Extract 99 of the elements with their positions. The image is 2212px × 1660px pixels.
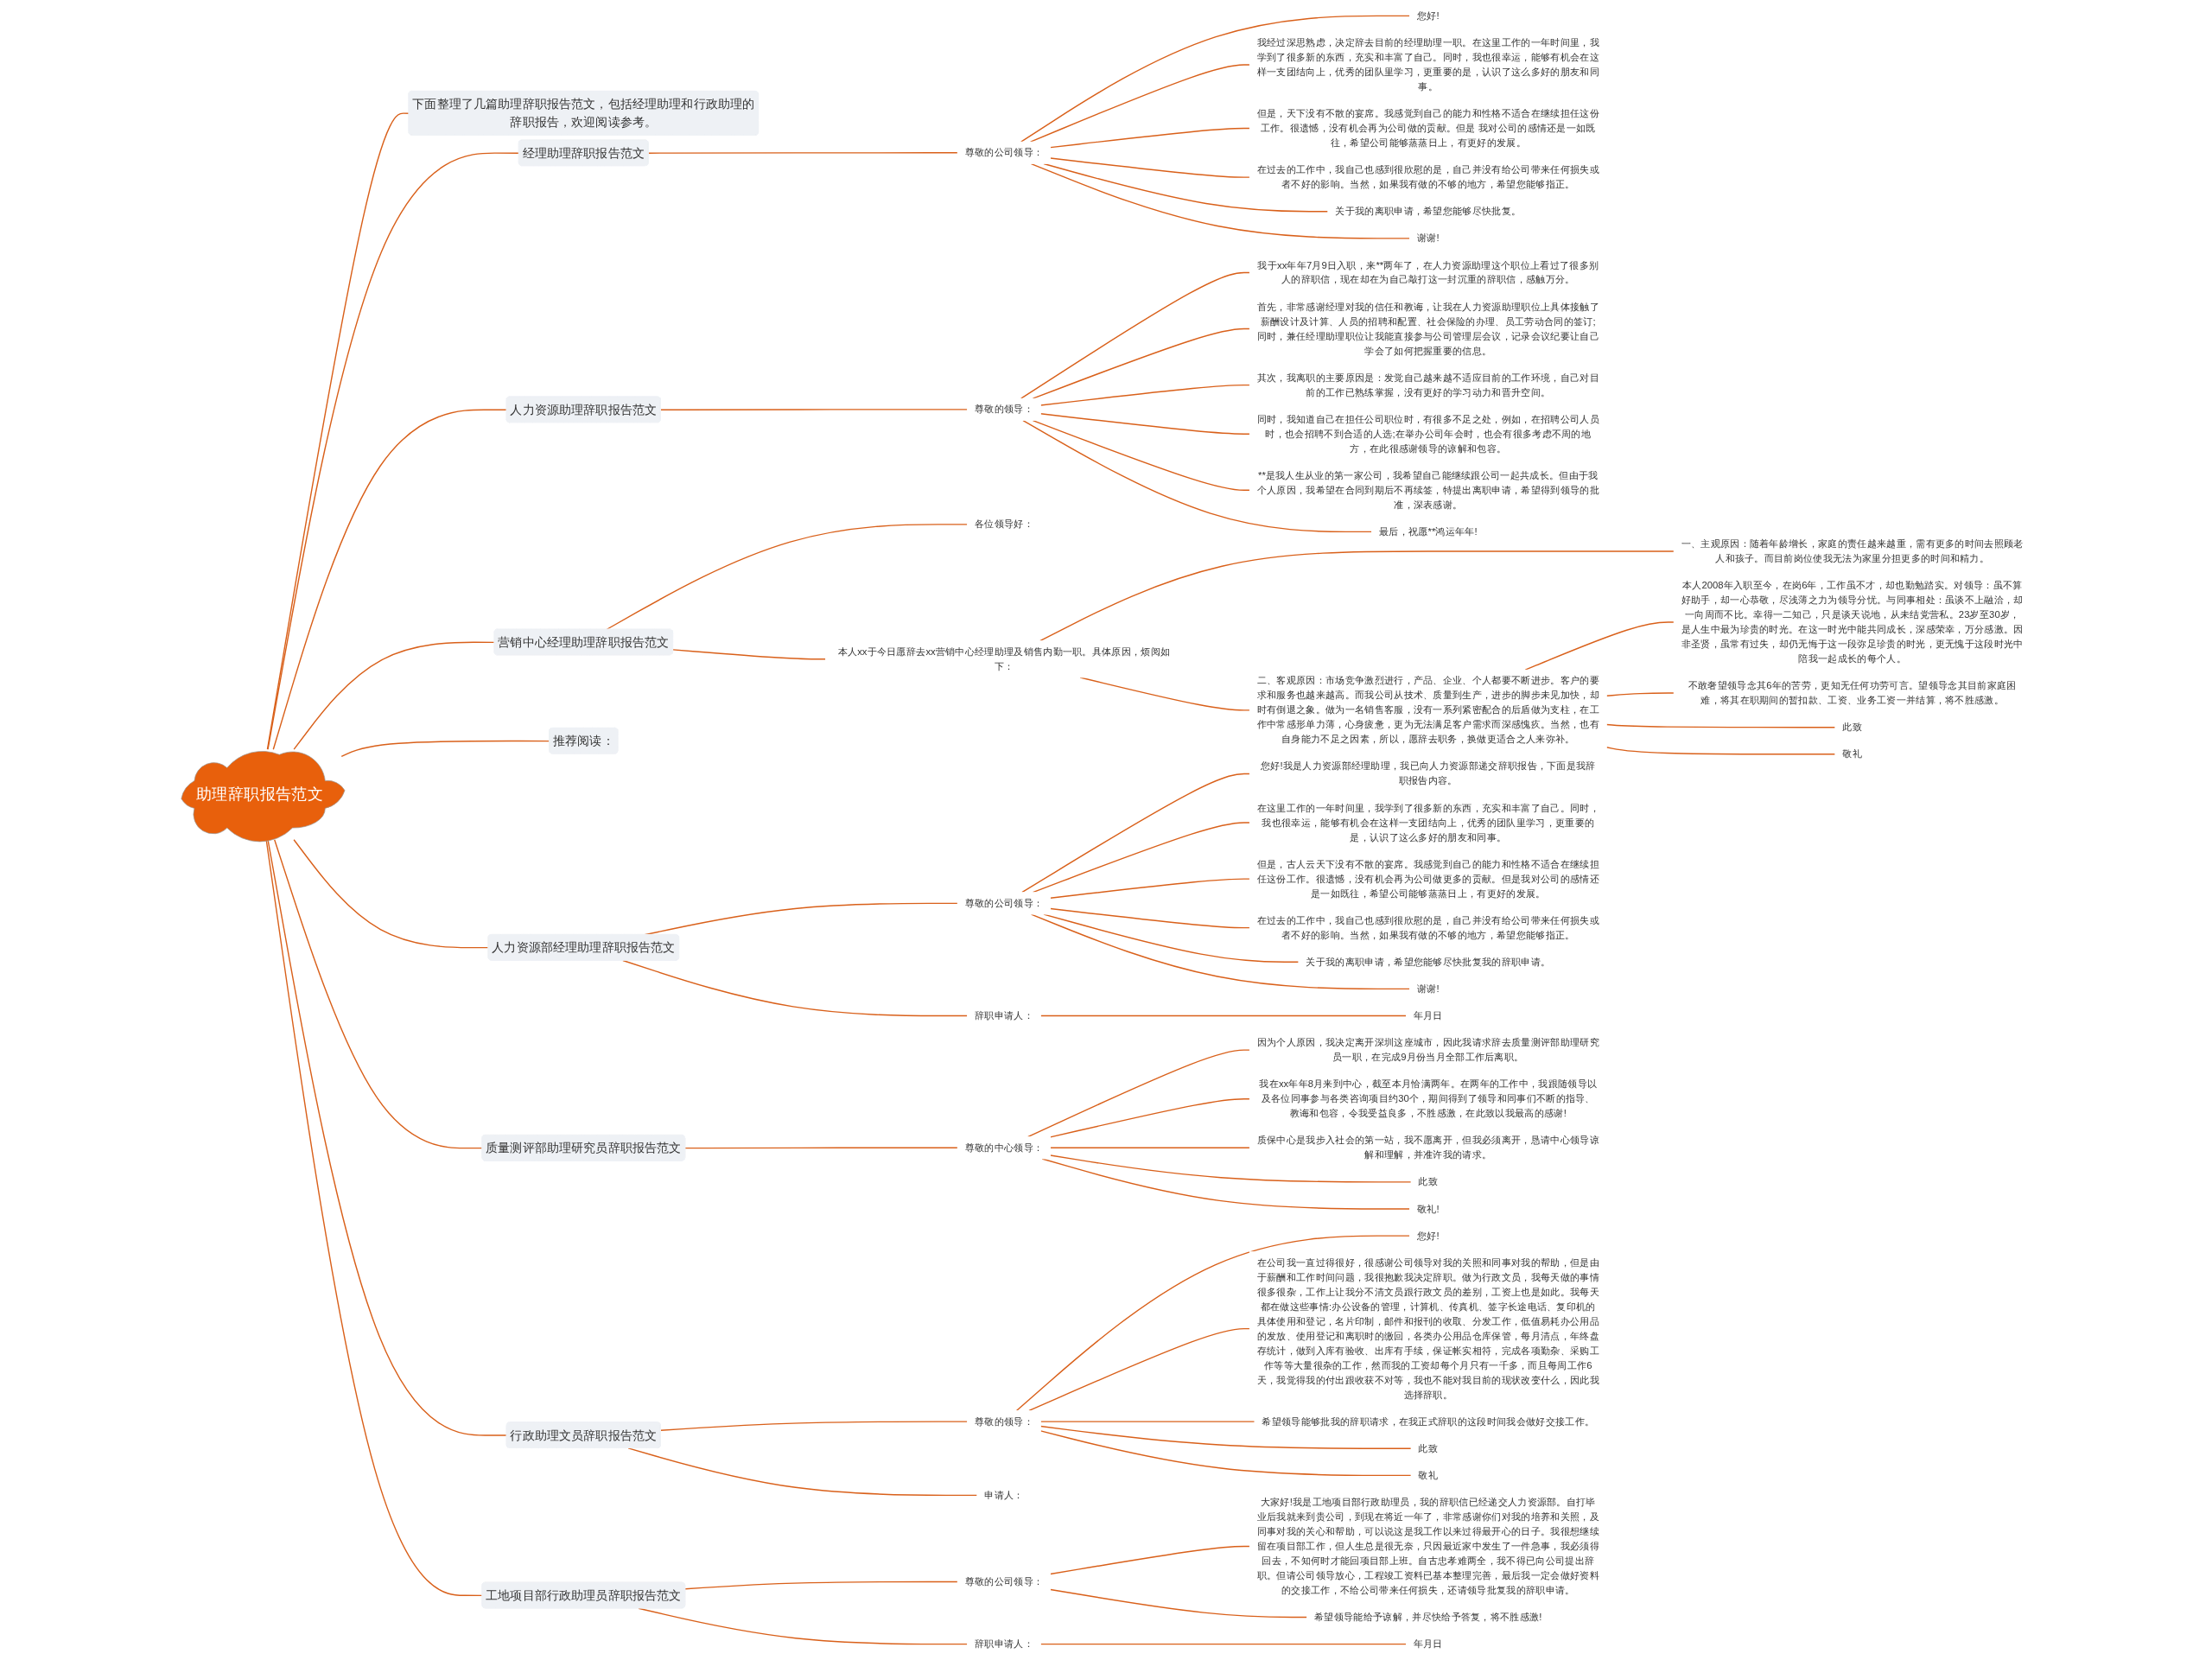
node-text: 希望领导能够批我的辞职请求，在我正式辞职的这段时间我会做好交接工作。 (1262, 1415, 1595, 1427)
node-text: 辞职申请人： (974, 1010, 1033, 1021)
node-text: 各位领导好： (974, 518, 1033, 530)
node-text: 此致 (1842, 722, 1862, 733)
connector (1043, 162, 1329, 213)
node-text: 敬礼! (1416, 1203, 1440, 1214)
connector (1050, 1098, 1250, 1138)
connector (1050, 878, 1250, 899)
node-text: 二、客观原因：市场竞争激烈进行，产品、企业、个人都要不断进步。客户的要求和服务也越来越高。而我公司从技术、质量到生产，进步的脚步未见加快，却时有倒退之象。做为一名销售客服，没有一系列紧密配合的后盾做为支柱，在工作中常感形单力薄，心身疲惫，更为无法满足客户需求而深感愧疚。当然，也有自身能力不足之因素，所以，愿辞去职务，换做更适合之人来弥补。 (1256, 675, 1599, 745)
connector (1020, 271, 1250, 399)
node-text: 辞职申请人： (974, 1638, 1033, 1650)
node-text: 尊敬的公司领导： (964, 898, 1044, 909)
node-text: 本人xx于今日愿辞去xx营销中心经理助理及销售内勤一职。具体原因，烦阅如下： (837, 646, 1171, 671)
node-text: 在过去的工作中，我自己也感到很欣慰的是，自己并没有给公司带来任何损失或者不好的影响。当然，如果我有做的不够的地方，希望您能够指正。 (1256, 914, 1599, 940)
connector (1028, 1327, 1250, 1412)
node-text: 谢谢! (1416, 232, 1440, 244)
connector (1039, 1421, 1255, 1422)
node-text: 不敢奢望领导念其6年的苦劳，更知无任何功劳可言。望领导念其目前家庭困难，将其在职期间的暂扣款、工资、业务工资一并结算，将不胜感激。 (1688, 680, 2017, 706)
connector (606, 524, 969, 631)
node-text: 关于我的离职申请，希望您能够尽快批复我的辞职申请。 (1306, 956, 1551, 967)
node-text: 我在xx年年8月来到中心，截至本月恰满两年。在两年的工作中，我跟随领导以及各位同事参与各类咨询项目约30个，期间得到了领导和同事们不断的指导、教诲和包容，令我受益良多，不胜感激，在此致以我最高的感谢! (1259, 1078, 1598, 1119)
node-text: 尊敬的公司领导： (964, 1576, 1044, 1587)
node-text: 尊敬的领导： (974, 404, 1033, 415)
node-text: 但是，古人云天下没有不散的宴席。我感觉到自己的能力和性格不适合在继续担任这份工作。很遗憾，没有机会再为公司做更多的贡献。但是我对公司的感情还是一如既往，希望公司能够蒸蒸日上，有更好的发展。 (1256, 858, 1599, 899)
node-text: 年月日 (1413, 1010, 1443, 1021)
connector (1039, 384, 1250, 406)
connector (1039, 1430, 1412, 1477)
node-text: 此致 (1418, 1442, 1439, 1453)
node-text: 质保中心是我步入社会的第一站，我不愿离开，但我必须离开，恳请中心领导谅解和理解，并准许我的请求。 (1256, 1135, 1599, 1161)
node-text: 因为个人原因，我决定离开深圳这座城市，因此我请求辞去质量测评部助理研究员一职，在完成9月份当月全部工作后离职。 (1256, 1037, 1599, 1063)
connector (274, 839, 483, 1149)
node-text: 尊敬的领导： (974, 1415, 1033, 1427)
connector (1050, 1545, 1250, 1575)
node-text: 年月日 (1413, 1638, 1443, 1650)
node-text: 申请人： (984, 1490, 1024, 1501)
node-text: 希望领导能给予谅解，并尽快给予答复，将不胜感激! (1314, 1612, 1542, 1623)
node-text: 同时，我知道自己在担任公司职位时，有很多不足之处，例如，在招聘公司人员时，也会招聘不到合适的人选;在举办公司年会时，也会有很多考虑不周的地方，在此很感谢领导的谅解和包容。 (1256, 413, 1599, 454)
node-text: 最后，祝愿**鸿运年年! (1378, 525, 1478, 537)
connector (1032, 328, 1250, 399)
connector (267, 839, 508, 1436)
connector (1022, 419, 1373, 533)
connector (1605, 692, 1675, 696)
connector (627, 1447, 978, 1497)
connector (1032, 419, 1250, 491)
node-text: 谢谢! (1416, 983, 1440, 995)
connector (1050, 1588, 1308, 1619)
node-text: 在这里工作的一年时间里，我学到了很多新的东西，充实和丰富了自己。同时，我也很幸运，能够有机会在这样一支团结向上，优秀的团队里学习，更重要的是，认识了这么多好的朋友和同事。 (1256, 802, 1599, 843)
node-text: 敬礼 (1418, 1470, 1439, 1481)
node-text: 您好! (1416, 10, 1440, 22)
node-text: 大家好!我是工地项目部行政助理员，我的辞职信已经递交人力资源部。自打毕业后我就来到贵公司，到现在将近一年了，非常感谢你们对我的培养和关照，及同事对我的关心和帮助，可以说这是我工作以来过得最开心的日子。我很想继续留在项目部工作，但人生总是很无奈，只因最近家中发生了一件急事，我必须得回去，不知何时才能回项目部上班。自古忠孝难两全，我不得已向公司提出辞职。但请公司领导放心，工程竣工资料已基本整理完善，最后我一定会做好资料的交接工作，不给公司带来任何损失，还请领导批复我的辞职申请。 (1256, 1497, 1599, 1596)
connector (1039, 1643, 1408, 1645)
connector (1027, 1049, 1250, 1138)
node-text: 敬礼 (1842, 748, 1862, 760)
node-text: 本人2008年入职至今，在岗6年，工作虽不才，却也勤勉踏实。对领导：虽不算好助手，却一心恭敬，尽浅薄之力为领导分忧。与同事相处：虽谈不上融洽，却一向周而不比。幸得一二知己，只是谈天说地，从未结党营私。23岁至30岁，是人生中最为珍贵的时光。在这一时光中能共同成长，深感荣幸，万分感激。因非圣贤，虽常有过失，却仍无悔于这一段弥足珍贵的时光，更无愧于这段时光中陪我一起成长的每个人。 (1681, 580, 2024, 665)
node-text: 一、主观原因：随着年龄增长，家庭的责任越来越重，需有更多的时间去照顾老人和孩子。而目前岗位使我无法为家里分担更多的时间和精力。 (1681, 538, 2024, 564)
node-text: 尊敬的公司领导： (964, 147, 1044, 158)
connector (1605, 723, 1836, 728)
node-text: 首先，非常感谢经理对我的信任和教诲，让我在人力资源助理职位上具体接触了薪酬设计及计算、人员的招聘和配置、社会保险的办理、员工劳动合同的签订;同时，兼任经理助理职位让我能直接参与公司管理层会议，记录会议纪要让自己学会了如何把握重要的信息。 (1256, 301, 1599, 356)
connector (1021, 773, 1250, 894)
node-text: 在公司我一直过得很好，很感谢公司领导对我的关照和同事对我的帮助，但是由于薪酬和工作时间问题，我很抱歉我决定辞职。做为行政文员，我每天做的事情很多很杂，工作上让我分不清文员跟行政文员的差别，工资上也是如此。我每天都在做这些事情:办公设备的管理，计算机、传真机、签字长途电话、复印机的具体使用和登记，名片印制，邮件和报刊的收取、分发工作，低值易耗办公用品的发放、使用登记和离职时的缴回，各类办公用品仓库保管，每月清点，年终盘存统计，做到入库有验收、出库有手续，保证帐实相符，完成各项勤杂、采购工作等等大量很杂的工作，然而我的工资却每个月只有一千多，而且每周工作6天，我觉得我的付出跟收获不对等，我也不能对我目前的现状改变什么，因此我选择辞职。 (1256, 1256, 1599, 1400)
connector (266, 112, 410, 750)
connector (684, 1147, 958, 1149)
connector (1050, 157, 1250, 178)
node-text: 其次，我离职的主要原因是：发觉自己越来越不适应目前的工作环境，自己对目前的工作已熟练掌握，没有更好的学习动力和晋升空间。 (1256, 372, 1599, 398)
connector (660, 1421, 969, 1432)
connector (1050, 127, 1250, 149)
connector (672, 649, 827, 660)
connector (638, 1607, 969, 1645)
node-text: **是我人生从业的第一家公司，我希望自己能继续跟公司一起共成长。但由于我个人原因，我希望在合同到期后不再续签，特提出离职申请，希望得到领导的批准，深表感谢。 (1256, 469, 1599, 510)
connector (1039, 1014, 1408, 1017)
node-text: 在过去的工作中，我自己也感到很欣慰的是，自己并没有给公司带来任何损失或者不好的影响。当然，如果我有做的不够的地方，希望您能够指正。 (1256, 164, 1599, 190)
connector (1050, 1154, 1412, 1183)
connector (1605, 747, 1836, 755)
node-text: 我于xx年年7月9日入职，来**两年了，在人力资源助理这个职位上看过了很多别人的辞职信，现在却在为自己敲打这一封沉重的辞职信，感触万分。 (1257, 259, 1599, 285)
node-text: 但是，天下没有不散的宴席。我感觉到自己的能力和性格不适合在继续担任这份工作。很遗憾，没有机会再为公司做的贡献。但是 我对公司的感情还是一如既往，希望公司能够蒸蒸日上，有更好的发展。 (1256, 108, 1599, 149)
connector (1039, 1425, 1412, 1449)
node-text: 此致 (1418, 1176, 1439, 1187)
connector (1030, 162, 1411, 239)
connector (267, 152, 520, 750)
connector (265, 839, 483, 1597)
connector (647, 152, 958, 154)
connector (272, 409, 508, 750)
connector (293, 641, 496, 750)
node-text: 您好!我是人力资源部经理助理，我已向人力资源部递交辞职报告，下面是我辞职报告内容。 (1260, 760, 1596, 786)
node-text: 关于我的离职申请，希望您能够尽快批复。 (1335, 206, 1522, 217)
connector (340, 740, 550, 758)
connector (660, 409, 969, 410)
connector (1020, 15, 1411, 143)
connector (1050, 1147, 1250, 1148)
connector (1524, 621, 1675, 671)
connector (1039, 413, 1250, 435)
connector (1039, 550, 1675, 642)
connector (622, 959, 969, 1017)
node-text: 您好! (1416, 1230, 1440, 1241)
node-text: 尊敬的中心领导： (964, 1142, 1044, 1153)
connector (1015, 1235, 1411, 1412)
connector (1050, 907, 1250, 929)
connector (684, 1580, 958, 1590)
node-text: 我经过深思熟虑，决定辞去目前的经理助理一职。在这里工作的一年时间里，我学到了很多新的东西，充实和丰富了自己。同时，我也很幸运，能够有机会在这样一支团结向上，优秀的团队里学习，更重要的是，认识了这么多好的朋友和同事。 (1256, 37, 1599, 92)
